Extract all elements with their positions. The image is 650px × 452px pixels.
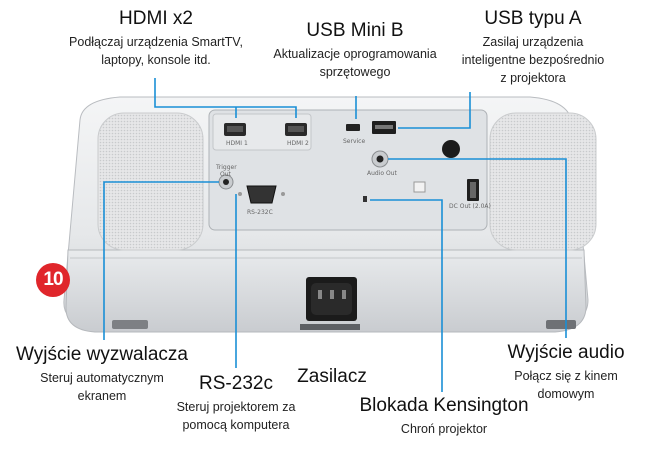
power-title: Zasilacz [297, 366, 367, 387]
trigger-desc-line-1: Steruj automatycznym [40, 371, 164, 385]
hdmi-2-label: HDMI 2 [287, 140, 309, 147]
callout-lines [103, 78, 567, 392]
panel-round-opening [442, 140, 460, 158]
audio-title: Wyjście audio [507, 342, 625, 363]
hdmi-callout: HDMI x2 Podłączaj urządzenia SmartTV, la… [69, 8, 243, 69]
step-number-badge: 10 [36, 263, 70, 297]
rs232-desc-line-1: Steruj projektorem za [176, 400, 296, 414]
rs232-callout: RS-232c Steruj projektorem za pomocą kom… [177, 373, 296, 434]
dc-out-label: DC Out (2.0A) [449, 203, 491, 210]
rs232c-label: RS-232C [247, 209, 273, 216]
usb-mini-callout: USB Mini B Aktualizacje oprogramowania s… [273, 20, 436, 81]
hdmi-desc-line-2: laptopy, konsole itd. [101, 53, 211, 67]
usb-mini-title: USB Mini B [306, 20, 404, 41]
usb-a-callout: USB typu A Zasilaj urządzenia inteligent… [462, 8, 604, 87]
power-callout: Zasilacz [297, 366, 367, 388]
rs232-desc-line-2: pomocą komputera [182, 418, 290, 432]
usb-mini-desc-line-2: sprzętowego [319, 65, 391, 79]
right-speaker-grill [489, 112, 597, 251]
audio-callout: Wyjście audio Połącz się z kinem domowym [507, 342, 624, 403]
trigger-title: Wyjście wyzwalacza [16, 344, 188, 365]
usb-mini-desc-line-1: Aktualizacje oprogramowania [273, 47, 437, 61]
kensington-callout: Blokada Kensington Chroń projektor [359, 395, 528, 438]
usb-a-desc-line-3: z projektora [500, 71, 566, 85]
audio-desc-line-1: Połącz się z kinem [514, 369, 618, 383]
audio-desc-line-2: domowym [537, 387, 595, 401]
audio-out-label: Audio Out [367, 170, 397, 177]
trigger-callout: Wyjście wyzwalacza Steruj automatycznym … [16, 344, 188, 405]
hdmi-1-label: HDMI 1 [226, 140, 248, 147]
usb-a-desc-line-1: Zasilaj urządzenia [482, 35, 584, 49]
usb-mini-port [346, 124, 360, 131]
usb-a-title: USB typu A [484, 8, 582, 29]
hdmi-desc-line-1: Podłączaj urządzenia SmartTV, [69, 35, 243, 49]
kensington-slot [363, 196, 367, 202]
rs232-title: RS-232c [199, 373, 273, 394]
rs232c-port [246, 185, 277, 204]
trigger-out-label-2: Out [220, 171, 231, 178]
kensington-desc-line-1: Chroń projektor [400, 422, 488, 436]
service-label: Service [343, 138, 366, 145]
trigger-out-label-1: Trigger [216, 164, 237, 171]
usb-a-desc-line-2: inteligentne bezpośrednio [461, 53, 605, 67]
trigger-desc-line-2: ekranem [77, 389, 127, 403]
kensington-title: Blokada Kensington [359, 395, 529, 416]
hdmi-title: HDMI x2 [119, 8, 193, 29]
